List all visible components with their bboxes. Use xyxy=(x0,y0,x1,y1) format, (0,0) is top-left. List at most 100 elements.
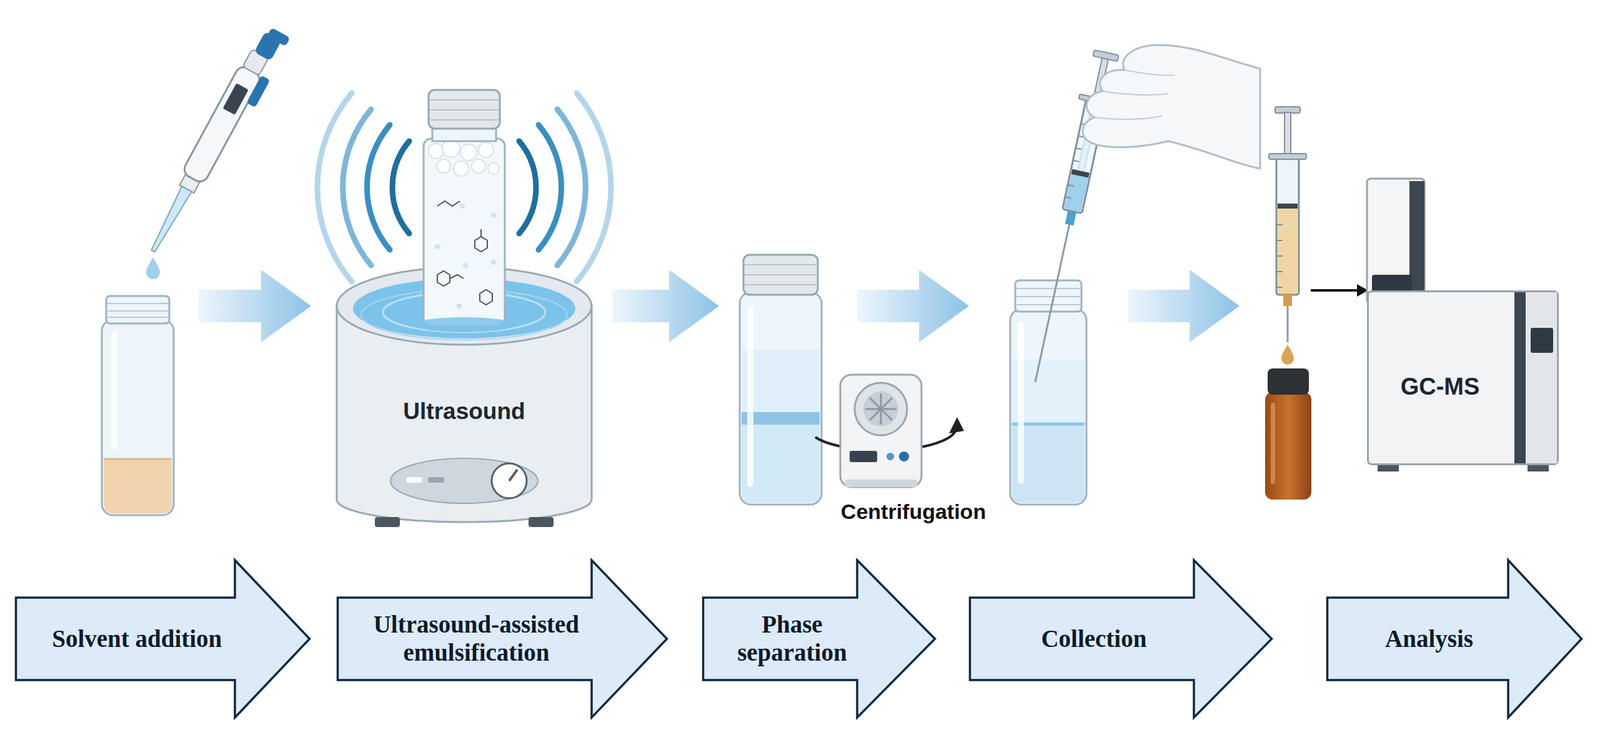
sound-wave xyxy=(317,93,352,282)
sound-wave xyxy=(366,124,390,250)
node-label: Ultrasound xyxy=(402,398,525,426)
cap-ridge xyxy=(429,99,499,120)
bath-water xyxy=(352,278,576,339)
foam-bubble xyxy=(478,142,494,158)
vial-cap xyxy=(1267,368,1309,395)
sound-wave xyxy=(538,124,562,250)
step-arrow: Collection xyxy=(968,559,1274,720)
molecule xyxy=(437,201,460,207)
foam-bubble xyxy=(460,144,477,161)
step-arrow-shape xyxy=(703,560,936,718)
gloved-hand xyxy=(1082,44,1261,169)
syringe-liquid xyxy=(1063,173,1089,213)
pipette-body xyxy=(181,63,263,185)
emulsion-droplet xyxy=(462,263,468,269)
syringe-rubber xyxy=(1071,169,1090,179)
centrifuge-button xyxy=(886,452,895,461)
centrifuge-display xyxy=(849,451,878,463)
vial-thread xyxy=(107,303,169,318)
syringe-hub xyxy=(1283,293,1292,307)
cap-ridge xyxy=(744,264,817,285)
instrument-screen xyxy=(1530,327,1554,353)
centrifuge-rotor xyxy=(863,391,899,427)
glass-highlight xyxy=(1270,402,1276,485)
text-area: Analysis xyxy=(1328,597,1530,681)
control-panel xyxy=(390,458,538,504)
sound-wave xyxy=(557,109,586,266)
amber-vial xyxy=(1265,392,1312,500)
foam-bubble xyxy=(436,159,451,174)
vial-body xyxy=(739,292,822,505)
molecule xyxy=(437,271,464,287)
syringe-barrel xyxy=(1276,157,1299,295)
glass-highlight xyxy=(747,306,754,488)
glass-highlight xyxy=(111,331,118,450)
centrifuge-body xyxy=(840,374,922,488)
molecule xyxy=(474,229,488,252)
text-area: GC-MS xyxy=(1366,367,1514,407)
text-area: Ultrasound-assisted emulsification xyxy=(339,597,614,681)
rotation-arrowhead xyxy=(949,417,964,434)
pipette xyxy=(141,23,293,262)
injection-arrow xyxy=(1310,289,1357,292)
vial-neck xyxy=(1015,280,1082,312)
indicator-light xyxy=(427,477,445,483)
water-ripple xyxy=(361,289,568,340)
step-arrow: Ultrasound-assisted emulsification xyxy=(336,559,669,720)
instrument-side xyxy=(1525,292,1557,464)
tube-cap xyxy=(428,89,500,129)
text-area: Phase separation xyxy=(704,597,880,681)
node-label: Analysis xyxy=(1385,625,1474,654)
bath-water xyxy=(414,317,515,333)
text-area: Solvent addition xyxy=(17,597,257,681)
water-ripple xyxy=(382,292,546,333)
sample-liquid xyxy=(103,459,172,514)
centrifugation-label: Centrifugation xyxy=(757,499,1070,525)
vial-neck xyxy=(106,296,170,324)
syringe-needle xyxy=(1035,223,1070,383)
bath-foot xyxy=(528,517,554,528)
flow-arrow xyxy=(1127,269,1240,343)
emulsion-droplet xyxy=(459,203,465,209)
tube-body xyxy=(423,138,505,327)
step-arrow-shape xyxy=(16,560,310,718)
sound-wave xyxy=(342,109,372,266)
node-label: Collection xyxy=(1040,625,1147,654)
droplet xyxy=(146,257,160,280)
foam-bubble xyxy=(442,139,460,158)
vial-thread xyxy=(1016,288,1081,305)
node-label: Ultrasound-assisted emulsification xyxy=(339,611,614,668)
pipette-ejector xyxy=(246,75,270,109)
emulsion-droplet xyxy=(434,244,440,250)
text-area: Ultrasound xyxy=(331,392,598,432)
flow-arrow xyxy=(857,269,969,343)
pipette-tip xyxy=(148,185,193,255)
syringe-flange xyxy=(1268,153,1307,160)
molecule xyxy=(479,289,493,305)
gc-ms-instrument: GC-MS xyxy=(1366,290,1559,466)
foam-bubble xyxy=(487,163,500,175)
sound-wave xyxy=(392,141,410,234)
text-area: Collection xyxy=(971,597,1217,681)
indicator-light xyxy=(406,477,423,483)
tube-neck xyxy=(432,127,497,142)
droplet xyxy=(1281,344,1294,365)
flow-arrow xyxy=(198,269,312,343)
node-label: Solvent addition xyxy=(51,625,222,654)
centrifuge-base xyxy=(844,479,918,488)
ultrasound-bath-outline xyxy=(331,262,600,532)
vial-body xyxy=(101,319,174,516)
glass-highlight xyxy=(1017,321,1024,485)
emulsion-droplet xyxy=(491,259,497,265)
emulsion-droplet xyxy=(456,303,462,309)
rotor-spoke xyxy=(865,393,897,425)
liquid-surface xyxy=(103,458,172,461)
pipette-display xyxy=(223,83,249,115)
pipette-button xyxy=(266,27,291,47)
autosampler-tower xyxy=(1366,178,1425,304)
ultrasound-bath: Ultrasound xyxy=(331,262,600,532)
syringe-thumb xyxy=(1092,49,1119,62)
step-arrow: Phase separation xyxy=(702,559,937,720)
bath-rim xyxy=(336,267,592,345)
